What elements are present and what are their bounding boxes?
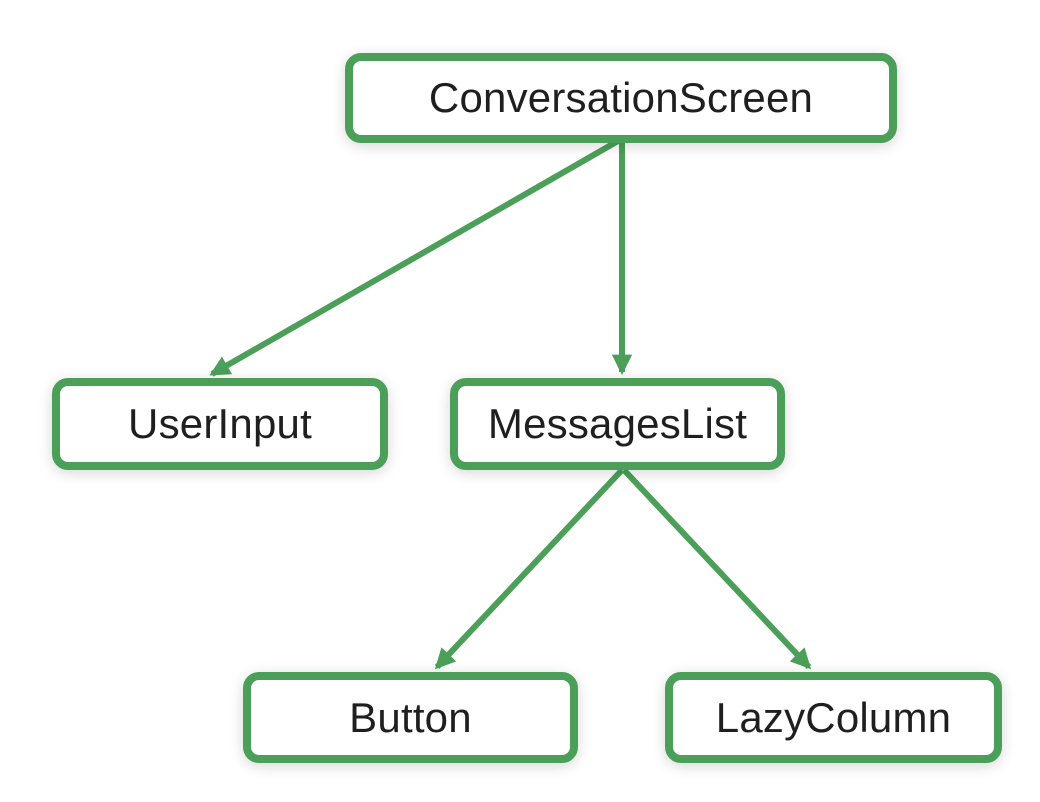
node-user-input-label: UserInput (128, 400, 312, 447)
node-conversation-screen-label: ConversationScreen (428, 74, 814, 121)
node-messages-list: MessagesList (450, 378, 785, 470)
node-lazy-column-label: LazyColumn (715, 693, 952, 741)
node-button-label: Button (349, 693, 472, 741)
node-messages-list-label: MessagesList (487, 400, 748, 447)
node-lazy-column: LazyColumn (665, 672, 1002, 763)
node-button: Button (243, 672, 578, 763)
edge-conversationscreen-userinput (209, 138, 620, 377)
edge-messageslist-button (434, 467, 625, 670)
edge-messageslist-lazycolumn (621, 467, 812, 670)
node-conversation-screen: ConversationScreen (345, 53, 897, 143)
node-user-input: UserInput (52, 378, 388, 470)
